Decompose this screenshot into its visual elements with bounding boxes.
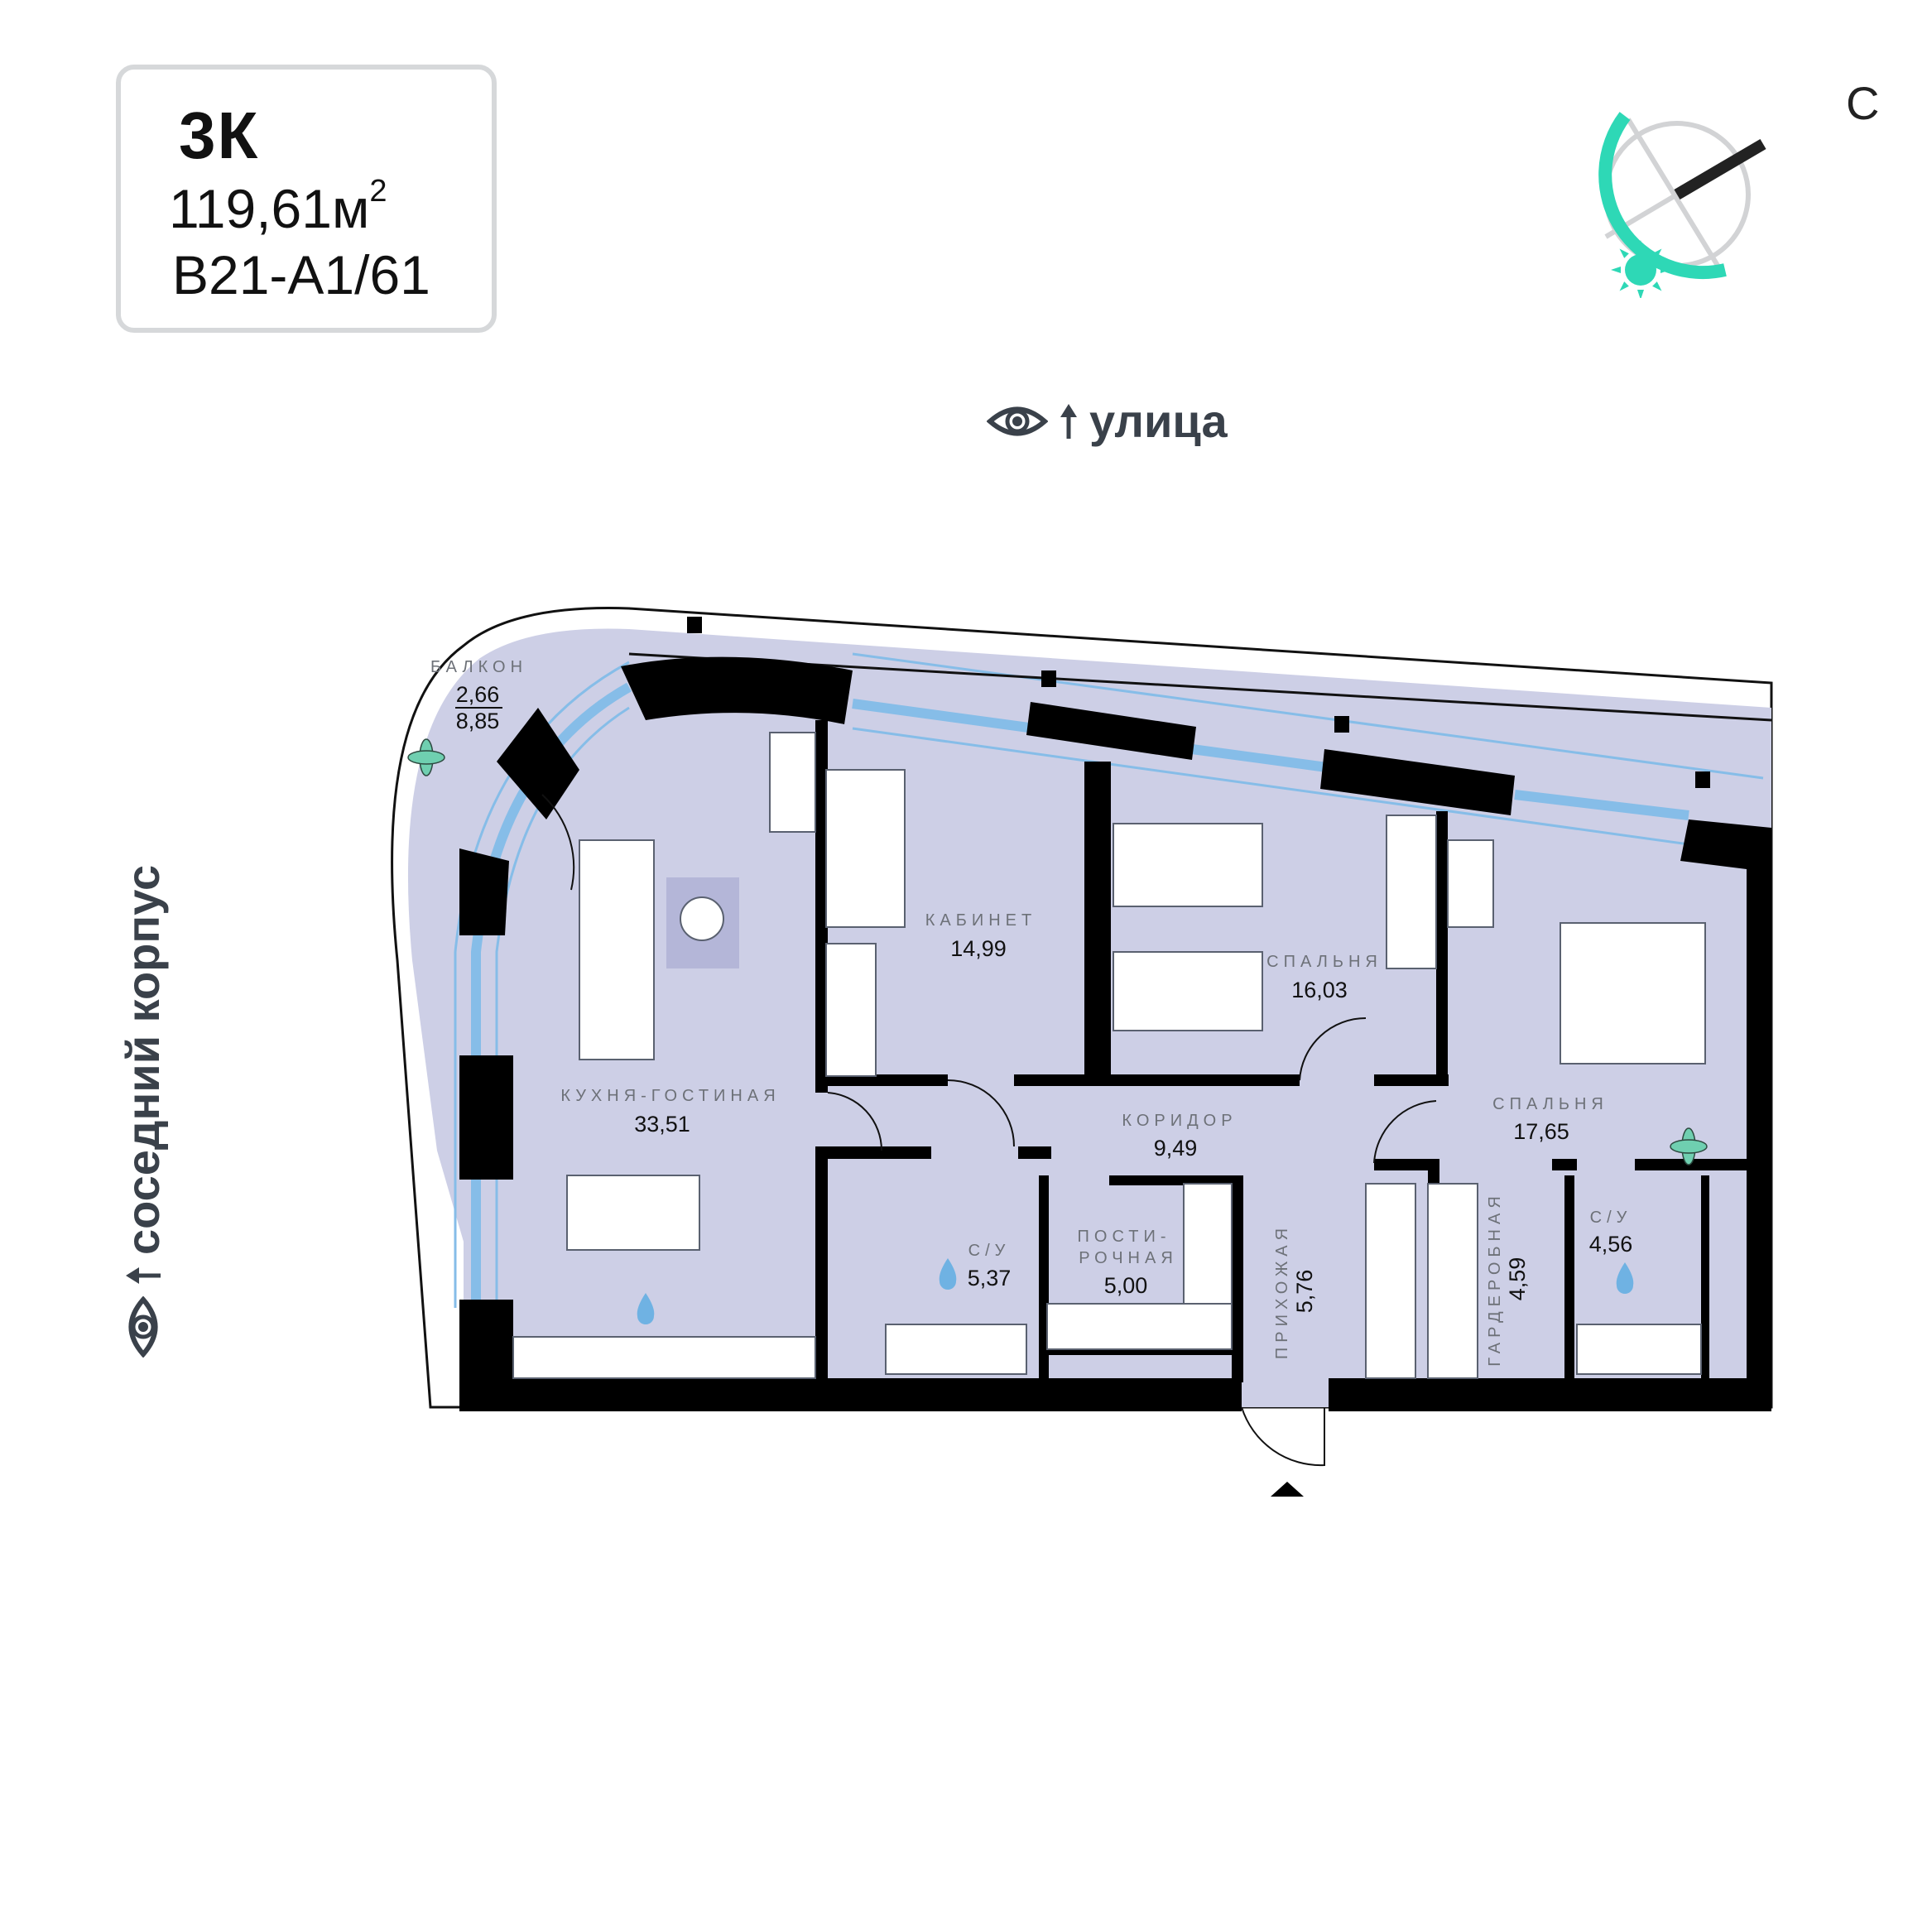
room-name: СПАЛЬНЯ xyxy=(1266,953,1382,971)
apartment-area: 119,61м2 xyxy=(169,174,387,240)
room-area: 17,65 xyxy=(1513,1119,1569,1144)
door-swings xyxy=(541,794,1437,1467)
room-name: ГАРДЕРОБНАЯ xyxy=(1486,1191,1504,1367)
bath-tub-2 xyxy=(1576,1324,1702,1375)
room-area: 4,59 xyxy=(1505,1257,1530,1301)
area-unit-superscript: 2 xyxy=(369,174,387,209)
room-label-bedroom-1: СПАЛЬНЯ 16,03 xyxy=(1266,953,1382,1002)
room-area: 33,51 xyxy=(634,1112,690,1137)
room-name-line-1: ПОСТИ- xyxy=(1078,1228,1171,1246)
room-area-total: 8,85 xyxy=(456,709,500,733)
coffee-table xyxy=(680,896,724,941)
arrow-up-icon xyxy=(125,1267,161,1284)
apartment-code: B21-A1/61 xyxy=(172,244,430,305)
room-label-corridor: КОРИДОР 9,49 xyxy=(1122,1112,1237,1161)
room-name: КАБИНЕТ xyxy=(925,911,1037,930)
room-label-hallway: ПРИХОЖАЯ 5,76 xyxy=(1273,1223,1317,1359)
living-desk xyxy=(769,732,816,833)
plant-icon xyxy=(407,738,1708,1165)
room-area: 5,00 xyxy=(1104,1273,1148,1298)
room-name: КУХНЯ-ГОСТИНАЯ xyxy=(560,1087,780,1105)
room-name: СПАЛЬНЯ xyxy=(1492,1095,1608,1113)
room-label-bathroom-2: С/У 4,56 xyxy=(1589,1209,1633,1257)
room-area: 16,03 xyxy=(1291,978,1348,1002)
wardrobe-1 xyxy=(1365,1183,1416,1379)
kitchen-counter xyxy=(512,1336,816,1379)
room-area-living: 2,66 xyxy=(456,682,500,707)
arrow-up-icon xyxy=(1060,403,1077,439)
sun-icon xyxy=(1611,240,1670,298)
furniture xyxy=(512,732,1706,1379)
room-area: 9,49 xyxy=(1154,1136,1198,1161)
room-name: БАЛКОН xyxy=(430,658,527,676)
room-area: 4,56 xyxy=(1589,1232,1633,1257)
room-label-wardrobe: ГАРДЕРОБНАЯ 4,59 xyxy=(1486,1191,1530,1367)
single-bed-2 xyxy=(1113,951,1263,1031)
north-needle xyxy=(1674,138,1766,200)
sofa xyxy=(579,839,655,1060)
single-bed-1 xyxy=(1113,823,1263,907)
sun-arc xyxy=(1598,112,1727,280)
room-name: С/У xyxy=(968,1242,1011,1260)
laundry-storage xyxy=(1183,1183,1233,1305)
apartment-type: 3К xyxy=(179,99,260,172)
apartment-info-card: 3К 119,61м2 B21-A1/61 xyxy=(116,65,497,333)
room-label-bedroom-2: СПАЛЬНЯ 17,65 xyxy=(1492,1095,1608,1144)
room-name: С/У xyxy=(1590,1209,1632,1227)
eye-icon xyxy=(987,406,1048,435)
laundry-appliances xyxy=(1046,1303,1233,1350)
bath-tub-1 xyxy=(885,1324,1027,1375)
room-label-bathroom-1: С/У 5,37 xyxy=(968,1242,1012,1290)
study-desk xyxy=(825,943,877,1077)
room-name: ПРИХОЖАЯ xyxy=(1273,1223,1291,1359)
room-area: 5,37 xyxy=(968,1266,1012,1290)
compass-icon xyxy=(1598,112,1766,298)
room-name: КОРИДОР xyxy=(1122,1112,1237,1130)
double-bed xyxy=(1560,922,1706,1065)
water-drop-icon xyxy=(637,1258,1634,1324)
north-label: С xyxy=(1846,77,1880,129)
dining-table xyxy=(566,1175,700,1251)
bedroom2-desk xyxy=(1447,839,1494,928)
street-label-text: улица xyxy=(1089,395,1228,447)
study-sofa xyxy=(825,769,906,928)
room-area: 14,99 xyxy=(950,936,1007,961)
room-name-line-2: РОЧНАЯ xyxy=(1079,1249,1178,1267)
room-label-balcony: БАЛКОН 2,66 8,85 xyxy=(430,658,527,733)
street-view-label: улица xyxy=(987,394,1228,448)
room-label-laundry: ПОСТИ- РОЧНАЯ 5,00 xyxy=(1078,1228,1178,1298)
room-label-kitchen-living: КУХНЯ-ГОСТИНАЯ 33,51 xyxy=(560,1087,780,1137)
bedroom1-desk xyxy=(1386,815,1437,969)
eye-icon xyxy=(128,1296,157,1358)
area-value: 119,61м xyxy=(169,178,370,239)
room-area: 5,76 xyxy=(1292,1270,1317,1314)
walls xyxy=(459,617,1771,1411)
wardrobe-2 xyxy=(1427,1183,1478,1379)
neighbor-building-label: соседний корпус xyxy=(116,865,170,1358)
room-label-study: КАБИНЕТ 14,99 xyxy=(925,911,1037,961)
entrance-triangle-icon xyxy=(1271,1482,1304,1497)
